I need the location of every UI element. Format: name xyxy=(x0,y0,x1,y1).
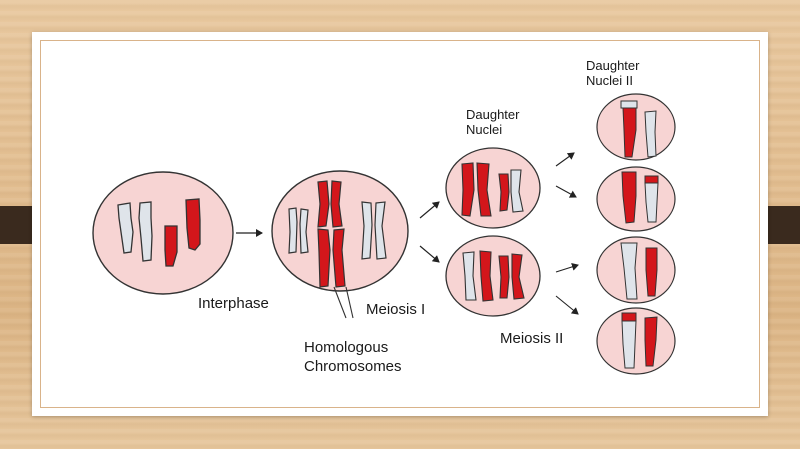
chromosome-red xyxy=(476,162,492,217)
label-homologous-line2: Chromosomes xyxy=(304,358,402,375)
chromosome-red-pair xyxy=(317,228,346,288)
arrow-to-daughter-bottom xyxy=(419,245,440,263)
label-homologous-line1: Homologous xyxy=(304,339,389,356)
cell-nucleus-ii-3 xyxy=(596,236,676,304)
chromosome-white xyxy=(117,202,134,254)
cell-daughter-nucleus-top xyxy=(445,147,541,229)
chromosome-red xyxy=(621,171,637,224)
chromosome-red xyxy=(461,162,475,217)
cell-nucleus-ii-2 xyxy=(596,166,676,232)
chromosome-red xyxy=(645,247,658,297)
label-daughter-nuclei-ii-line1: Daughter xyxy=(586,58,640,73)
label-meiosis-2: Meiosis II xyxy=(500,330,564,347)
arrow-to-nucleus-ii-4 xyxy=(555,295,579,315)
chromosome-red xyxy=(498,255,510,299)
label-meiosis-1: Meiosis I xyxy=(366,301,426,318)
chromosome-white xyxy=(620,242,638,300)
arrow-to-nucleus-ii-3 xyxy=(555,263,579,273)
label-daughter-nuclei-ii-line2: Nuclei II xyxy=(586,73,633,88)
cell-meiosis-1 xyxy=(271,170,409,292)
chromosome-white xyxy=(510,169,524,213)
label-interphase: Interphase xyxy=(198,295,269,312)
chromosome-white xyxy=(644,110,657,158)
chromosome-red xyxy=(185,198,201,251)
arrow-to-nucleus-ii-2 xyxy=(555,185,577,198)
cell-nucleus-ii-4 xyxy=(596,307,676,375)
chromosome-red xyxy=(498,173,510,212)
label-daughter-nuclei-line2: Nuclei xyxy=(466,122,503,137)
homologous-pointer-line xyxy=(345,286,354,319)
chromosome-white xyxy=(462,251,477,301)
homologous-pointer-line xyxy=(333,286,347,319)
slide-frame xyxy=(40,40,760,408)
chromosome-white-pair xyxy=(288,207,309,254)
arrow-to-daughter-top xyxy=(419,201,440,219)
chromosome-red xyxy=(622,107,637,158)
chromosome-white-pair xyxy=(361,201,387,260)
chromosome-white xyxy=(138,201,153,262)
cell-daughter-nucleus-bottom xyxy=(445,235,541,317)
label-daughter-nuclei-line1: Daughter xyxy=(466,107,520,122)
chromosome-white xyxy=(621,320,637,369)
chromosome-white xyxy=(644,182,659,223)
cell-nucleus-ii-1 xyxy=(596,93,676,161)
chromosome-red xyxy=(644,316,658,367)
arrow-to-nucleus-ii-1 xyxy=(555,152,575,167)
chromosome-red xyxy=(479,250,494,302)
chromosome-red-pair xyxy=(317,180,343,228)
cell-interphase xyxy=(92,171,234,295)
chromosome-red xyxy=(511,253,525,300)
chromosome-red xyxy=(164,225,178,267)
